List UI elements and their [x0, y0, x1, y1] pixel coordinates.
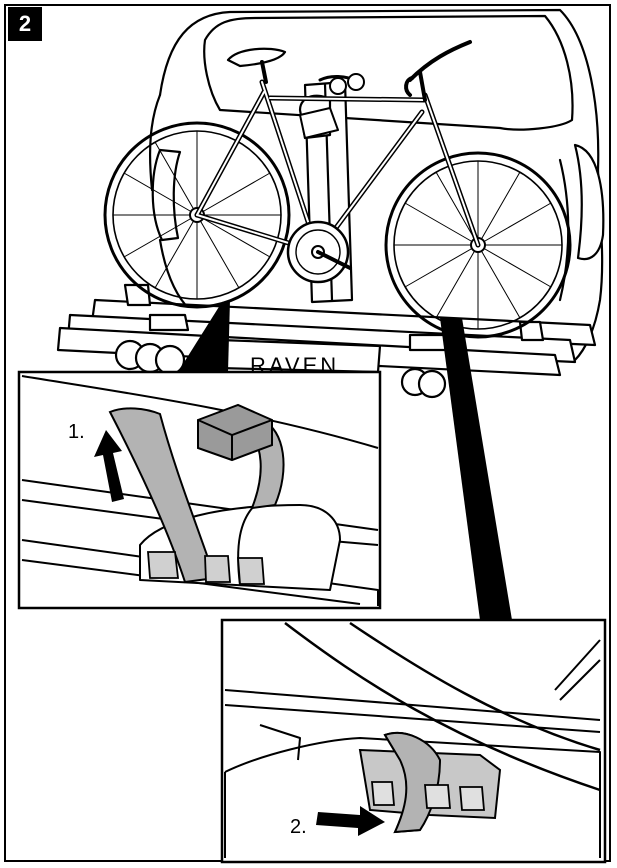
- strap-buckle: [197, 403, 273, 462]
- step-badge: 2: [8, 7, 42, 41]
- push-right-arrow-icon: [316, 806, 385, 836]
- detail-panel-top: 1.: [17, 370, 382, 610]
- pull-up-arrow-icon: [94, 430, 124, 502]
- ratchet-slots-bottom: [371, 781, 485, 811]
- callout-pointer-top: [178, 300, 230, 372]
- callout-pointer-bottom: [440, 318, 512, 620]
- detail-panel-bottom: 2.: [220, 618, 607, 864]
- step-number: 2: [18, 11, 32, 36]
- callout-label-2: 2.: [290, 816, 307, 838]
- bicycle: [103, 40, 572, 339]
- chainring: [286, 220, 352, 284]
- strap-top: [108, 407, 217, 584]
- bike-saddle: [226, 47, 287, 68]
- vehicle-rear: [148, 8, 605, 362]
- callout-label-1: 1.: [68, 421, 85, 443]
- handlebar: [404, 40, 472, 102]
- ratchet-slots: [147, 551, 265, 585]
